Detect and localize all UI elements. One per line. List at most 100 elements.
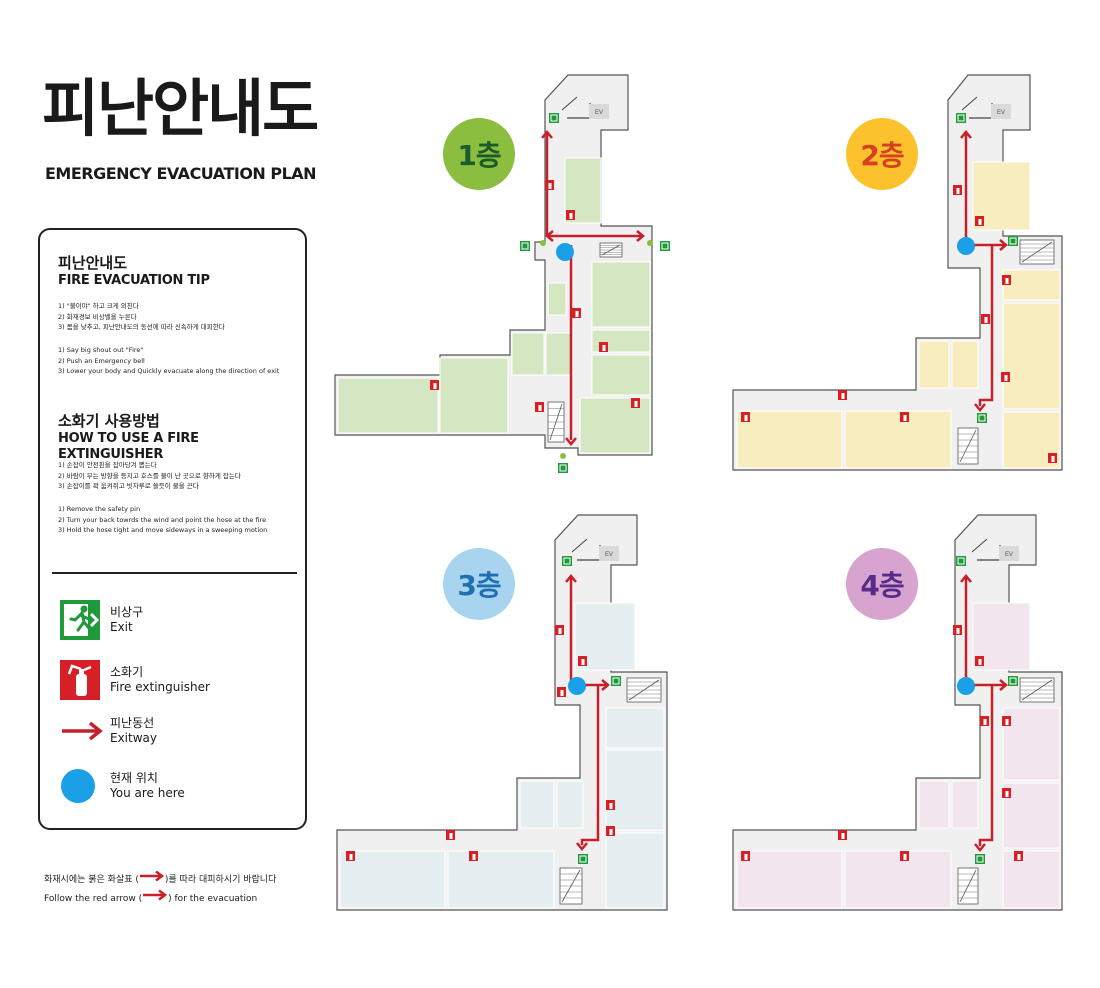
extinguisher-icon	[903, 854, 907, 860]
room	[545, 332, 573, 376]
exit-icon	[549, 113, 559, 123]
extinguisher-icon	[60, 660, 100, 700]
legend-label-en: You are here	[110, 786, 185, 800]
you-are-here-marker	[957, 677, 975, 695]
extinguisher-icon	[538, 405, 542, 411]
exit-icon	[1009, 237, 1017, 245]
exitway-route	[580, 685, 600, 845]
extinguisher-icon	[956, 188, 960, 194]
step-text: 2) Turn your back towrds the wind and po…	[58, 515, 267, 524]
extinguisher-icon	[575, 311, 579, 317]
step-text: 1) Say big shout out "Fire"	[58, 346, 144, 354]
extinguisher-icon	[602, 345, 606, 351]
footer-text: Follow the red arrow (	[44, 894, 143, 904]
exit-icon	[977, 413, 987, 423]
footer-text: ) for the evacuation	[168, 894, 258, 904]
room	[519, 780, 555, 829]
room	[844, 850, 952, 909]
floor-4-badge: 4층	[846, 548, 918, 620]
elevator-label: EV	[605, 552, 613, 558]
stairs-diagonal	[1021, 679, 1053, 701]
exitway-arrowhead	[974, 843, 986, 852]
room	[605, 707, 665, 749]
legend-you-are-here: 현재 위치 You are here	[60, 768, 185, 804]
you-are-here-marker	[568, 677, 586, 695]
stairs-diagonal	[971, 538, 988, 553]
evacuation-steps-ko: 1) "불이야" 하고 크게 외친다 2) 화재경보 비상벨을 누른다 3) 몸…	[58, 301, 298, 333]
exit-icon	[978, 414, 986, 422]
elevator-label: EV	[997, 110, 1005, 116]
legend-label-ko: 비상구	[110, 605, 144, 619]
exit-icon	[1009, 677, 1017, 685]
exitway-arrowhead	[960, 574, 972, 583]
panel-divider	[52, 572, 297, 574]
step-text: 2) 화재경보 비상벨을 누른다	[58, 312, 137, 321]
floor-1-badge: 1층	[443, 118, 515, 190]
room	[951, 780, 979, 829]
footer-line-en: Follow the red arrow ( ) for the evacuati…	[44, 889, 276, 908]
evacuation-tip-heading: 피난안내도 FIRE EVACUATION TIP	[58, 254, 210, 289]
extinguisher-heading: 소화기 사용방법 HOW TO USE A FIRE EXTINGUISHER	[58, 412, 305, 463]
room	[337, 377, 439, 434]
elevator	[599, 546, 619, 561]
extinguisher-heading-en: HOW TO USE A FIRE EXTINGUISHER	[58, 430, 199, 462]
floor-3-label: 3층	[457, 569, 501, 602]
arrow-icon	[62, 721, 103, 741]
legend-label-ko: 소화기	[110, 665, 144, 679]
legend-exitway: 피난동선 Exitway	[60, 716, 157, 746]
legend-extinguisher: 소화기 Fire extinguisher	[60, 660, 210, 700]
exitway-route	[978, 685, 994, 846]
extinguisher-icon	[581, 659, 585, 665]
room	[1002, 707, 1061, 781]
extinguisher-icon	[1005, 719, 1009, 725]
extinguisher-icon	[609, 829, 613, 835]
room	[591, 354, 651, 396]
stairs-diagonal	[961, 96, 978, 111]
stairs-diagonal	[561, 96, 578, 111]
extinguisher-icon	[978, 659, 982, 665]
room	[736, 410, 843, 469]
elevator-label: EV	[595, 110, 603, 116]
exitway-arrowhead	[636, 230, 645, 242]
room	[339, 850, 446, 909]
footer-text: )를 따라 대피하시기 바랍니다	[164, 875, 277, 885]
exit-icon	[957, 114, 965, 122]
floor-3-badge: 3층	[443, 548, 515, 620]
exitway-arrowhead	[565, 437, 577, 446]
exitway-arrowhead	[974, 403, 986, 412]
extinguisher-icon	[956, 628, 960, 634]
legend-extinguisher-text: 소화기 Fire extinguisher	[110, 665, 210, 695]
room	[1002, 782, 1061, 849]
elevator	[999, 546, 1019, 561]
footer-instructions: 화재시에는 붉은 화살표 ()를 따라 대피하시기 바랍니다 Follow th…	[44, 870, 276, 908]
exitway-arrowhead	[601, 679, 610, 691]
step-text: 3) Lower your body and Quickly evacuate …	[58, 367, 280, 375]
room	[951, 340, 979, 389]
extinguisher-icon	[349, 854, 353, 860]
exit-icon	[559, 464, 567, 472]
exit-icon	[957, 557, 965, 565]
exit-icon	[520, 241, 530, 251]
elevator	[991, 104, 1011, 119]
extinguisher-icon	[548, 183, 552, 189]
extinguisher-icon	[472, 854, 476, 860]
legend-label-ko: 피난동선	[110, 716, 155, 730]
exitway-arrowhead	[999, 239, 1008, 251]
room	[736, 850, 843, 909]
room	[511, 332, 545, 376]
extinguisher-icon	[569, 213, 573, 219]
exit-icon	[612, 677, 620, 685]
room	[547, 282, 567, 316]
extinguisher-steps-ko: 1) 손잡이 안전핀을 잡아당겨 뽑는다 2) 바람이 부는 방향을 등지고 호…	[58, 460, 298, 492]
exit-direction-dot	[560, 453, 566, 459]
step-text: 3) Hold the hose tight and move sideways…	[58, 526, 268, 534]
exitway-arrowhead	[565, 574, 577, 583]
extinguisher-icon	[609, 803, 613, 809]
exit-icon	[1008, 236, 1018, 246]
footer-line-ko: 화재시에는 붉은 화살표 ()를 따라 대피하시기 바랍니다	[44, 870, 276, 889]
step-text: 2) 바람이 부는 방향을 등지고 호스를 불이 난 곳으로 향하게 잡는다	[58, 471, 241, 480]
legend-you-are-here-text: 현재 위치 You are here	[110, 771, 185, 801]
room	[1002, 302, 1061, 410]
step-text: 1) "불이야" 하고 크게 외친다	[58, 302, 139, 310]
evacuation-tip-heading-en: FIRE EVACUATION TIP	[58, 272, 210, 288]
